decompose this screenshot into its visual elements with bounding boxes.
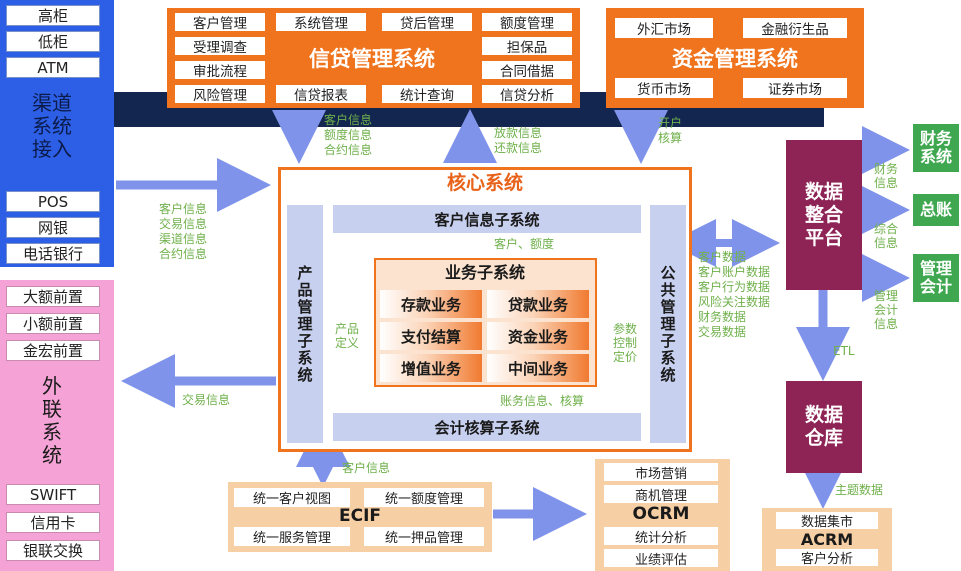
output-finance-label: 财务系统 (919, 129, 952, 166)
treasury-item-money-market: 货币市场 (615, 78, 713, 98)
label-param-ctrl: 参数控制定价 (612, 322, 637, 364)
channel-item-pos: POS (6, 191, 100, 212)
treasury-system-title: 资金管理系统 (672, 47, 798, 71)
credit-item-intake-survey: 受理调查 (175, 37, 265, 56)
credit-item-post-loan: 贷后管理 (382, 13, 472, 32)
label-core-to-integration: 客户数据 客户账户数据 客户行为数据 风险关注数据 财务数据 交易数据 (698, 250, 771, 339)
label-credit-to-core: 客户信息 额度信息 合约信息 (324, 113, 373, 157)
external-title: 外联系统 (42, 374, 62, 467)
ecif-item-service-mgmt: 统一服务管理 (234, 527, 350, 546)
acrm-title: ACRM (800, 529, 854, 549)
treasury-item-fx: 外汇市场 (615, 18, 713, 38)
ocrm-item-performance: 业绩评估 (604, 549, 718, 568)
core-system-title: 核心系统 (446, 172, 523, 194)
biz-intermediary: 中间业务 (487, 354, 589, 382)
public-mgmt-subsystem: 公共管理子系统 (650, 205, 686, 443)
ocrm-item-opportunity: 商机管理 (604, 485, 718, 504)
credit-item-quota-mgmt: 额度管理 (482, 13, 572, 32)
channel-item-phone-bank: 电话银行 (6, 243, 100, 264)
biz-deposit: 存款业务 (380, 290, 482, 318)
data-integration-title: 数据整合平台 (804, 180, 843, 249)
channel-title: 渠道系统接入 (32, 91, 72, 161)
label-channel-to-core: 客户信息 交易信息 渠道信息 合约信息 (159, 202, 208, 261)
label-core-to-credit: 放款信息 还款信息 (494, 126, 543, 155)
ecif-item-collateral-mgmt: 统一押品管理 (364, 527, 484, 546)
biz-funds: 资金业务 (487, 322, 589, 350)
external-item-credit-card: 信用卡 (6, 512, 100, 533)
credit-item-approval: 审批流程 (175, 61, 265, 80)
data-integration-platform: 数据整合平台 (786, 140, 862, 290)
label-to-mgmt: 管理 会计 信息 (873, 289, 898, 331)
accounting-subsystem: 会计核算子系统 (333, 413, 641, 441)
credit-item-risk-mgmt: 风险管理 (175, 85, 265, 104)
credit-item-report: 信贷报表 (276, 85, 366, 104)
label-to-ledger: 综合 信息 (873, 222, 898, 250)
ecif-item-quota-mgmt: 统一额度管理 (364, 488, 484, 507)
label-account-info: 账务信息、核算 (500, 394, 585, 408)
label-ecif-customer: 客户信息 (342, 461, 391, 475)
credit-item-customer-mgmt: 客户管理 (175, 13, 265, 32)
label-subject-data: 主题数据 (835, 483, 884, 497)
label-product-def: 产品定义 (334, 322, 359, 350)
label-core-to-external: 交易信息 (182, 393, 231, 407)
product-mgmt-subsystem-label: 产品管理子系统 (297, 263, 313, 384)
ecif-item-customer-view: 统一客户视图 (234, 488, 350, 507)
ocrm-item-statistics: 统计分析 (604, 527, 718, 546)
credit-system-title: 信贷管理系统 (309, 47, 435, 71)
credit-item-collateral: 担保品 (482, 37, 572, 56)
ocrm-title: OCRM (632, 504, 690, 524)
treasury-item-derivatives: 金融衍生品 (743, 18, 847, 38)
business-subsystem-title: 业务子系统 (444, 263, 525, 282)
credit-item-query: 统计查询 (382, 85, 472, 104)
output-management-accounting: 管理会计 (913, 254, 959, 302)
label-etl: ETL (833, 344, 855, 358)
external-item-swift: SWIFT (6, 484, 100, 505)
channel-item-atm: ATM (6, 57, 100, 78)
ocrm-item-marketing: 市场营销 (604, 463, 718, 482)
biz-value-added: 增值业务 (380, 354, 482, 382)
external-item-small-front: 小额前置 (6, 313, 100, 334)
channel-item-high-counter: 高柜 (6, 5, 100, 26)
output-finance-system: 财务系统 (913, 124, 959, 172)
acrm-item-datamart: 数据集市 (776, 512, 878, 530)
output-mgmt-label: 管理会计 (919, 259, 952, 296)
label-treasury-to-core: 开户 核算 (658, 116, 683, 145)
label-to-finance: 财务 信息 (873, 162, 898, 190)
channel-item-ebank: 网银 (6, 217, 100, 238)
public-mgmt-subsystem-label: 公共管理子系统 (660, 263, 676, 384)
biz-loan: 贷款业务 (487, 290, 589, 318)
external-item-jinhong-front: 金宏前置 (6, 340, 100, 361)
output-general-ledger: 总账 (913, 194, 959, 226)
channel-item-low-counter: 低柜 (6, 31, 100, 52)
credit-item-system-mgmt: 系统管理 (276, 13, 366, 32)
external-item-large-front: 大额前置 (6, 286, 100, 307)
credit-item-contract: 合同借据 (482, 61, 572, 80)
treasury-item-securities: 证券市场 (743, 78, 847, 98)
customer-info-subsystem: 客户信息子系统 (333, 205, 641, 233)
acrm-item-customer-analysis: 客户分析 (776, 549, 878, 567)
label-customer-quota: 客户、额度 (494, 237, 555, 251)
biz-payment: 支付结算 (380, 322, 482, 350)
credit-item-analysis: 信贷分析 (482, 85, 572, 104)
data-warehouse-title: 数据仓库 (804, 404, 843, 449)
product-mgmt-subsystem: 产品管理子系统 (287, 205, 323, 443)
ecif-title: ECIF (338, 506, 382, 526)
data-warehouse: 数据仓库 (786, 381, 862, 473)
external-item-unionpay: 银联交换 (6, 540, 100, 561)
